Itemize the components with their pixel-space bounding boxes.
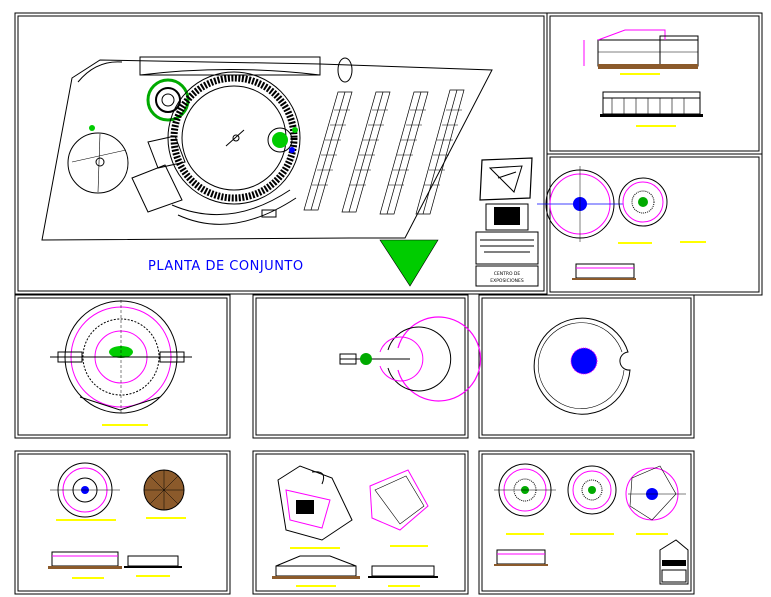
frame-elevations-inner — [549, 15, 760, 152]
logo-line-1: CENTRO DE — [494, 271, 521, 277]
frame-circular-plans-inner — [549, 156, 760, 293]
frame-master-plan — [14, 12, 548, 295]
garden-circle — [146, 78, 190, 122]
frame-pavilions — [478, 450, 695, 595]
panel-frames — [14, 12, 763, 595]
site-boundary — [41, 59, 493, 241]
exhibition-area-panel — [50, 300, 192, 426]
block-a — [131, 164, 183, 213]
frame-admin-inner — [17, 453, 228, 592]
project-logo: CENTRO DE EXPOSICIONES — [475, 157, 539, 287]
main-exhibition-ring — [170, 74, 298, 202]
services-panel — [272, 465, 438, 587]
parking-rows — [303, 89, 465, 215]
frame-roof-plan — [478, 294, 695, 439]
master-plan-title: PLANTA DE CONJUNTO — [148, 259, 304, 274]
block-b — [147, 135, 186, 169]
green-area — [379, 239, 439, 287]
frame-pavilions-inner — [481, 453, 692, 592]
frame-roof-plan-inner — [481, 297, 692, 436]
left-pavilion — [67, 132, 129, 194]
frame-admin — [14, 450, 231, 595]
plaza-node — [267, 127, 293, 153]
frame-master-plan-inner — [17, 15, 545, 292]
left-pavilion-center — [95, 157, 105, 167]
frame-exhibition-area-inner — [17, 297, 228, 436]
frame-services-inner — [255, 453, 466, 592]
frame-circular-plans — [546, 153, 763, 296]
curved-building — [171, 189, 291, 216]
frame-exhibition-area — [14, 294, 231, 439]
frame-auditorium — [252, 294, 469, 439]
auditorium-panel — [339, 316, 482, 402]
gate-symbol — [337, 57, 353, 83]
frame-auditorium-inner — [255, 297, 466, 436]
elevations-panel — [583, 29, 703, 127]
parking-stripes — [312, 109, 462, 186]
entrance-curve — [77, 61, 123, 83]
frame-elevations — [546, 12, 763, 155]
roof-plan-panel — [533, 317, 631, 415]
admin-panel — [48, 462, 186, 579]
circular-plans-panel — [537, 166, 706, 280]
canopy-curve — [139, 69, 321, 76]
tree-green — [89, 125, 95, 131]
frame-services — [252, 450, 469, 595]
logo-line-2: EXPOSICIONES — [490, 278, 524, 284]
master-plan: PLANTA DE CONJUNTO CENTRO DE EXPOSICIONE… — [41, 56, 539, 287]
pavilions-panel — [494, 463, 689, 585]
